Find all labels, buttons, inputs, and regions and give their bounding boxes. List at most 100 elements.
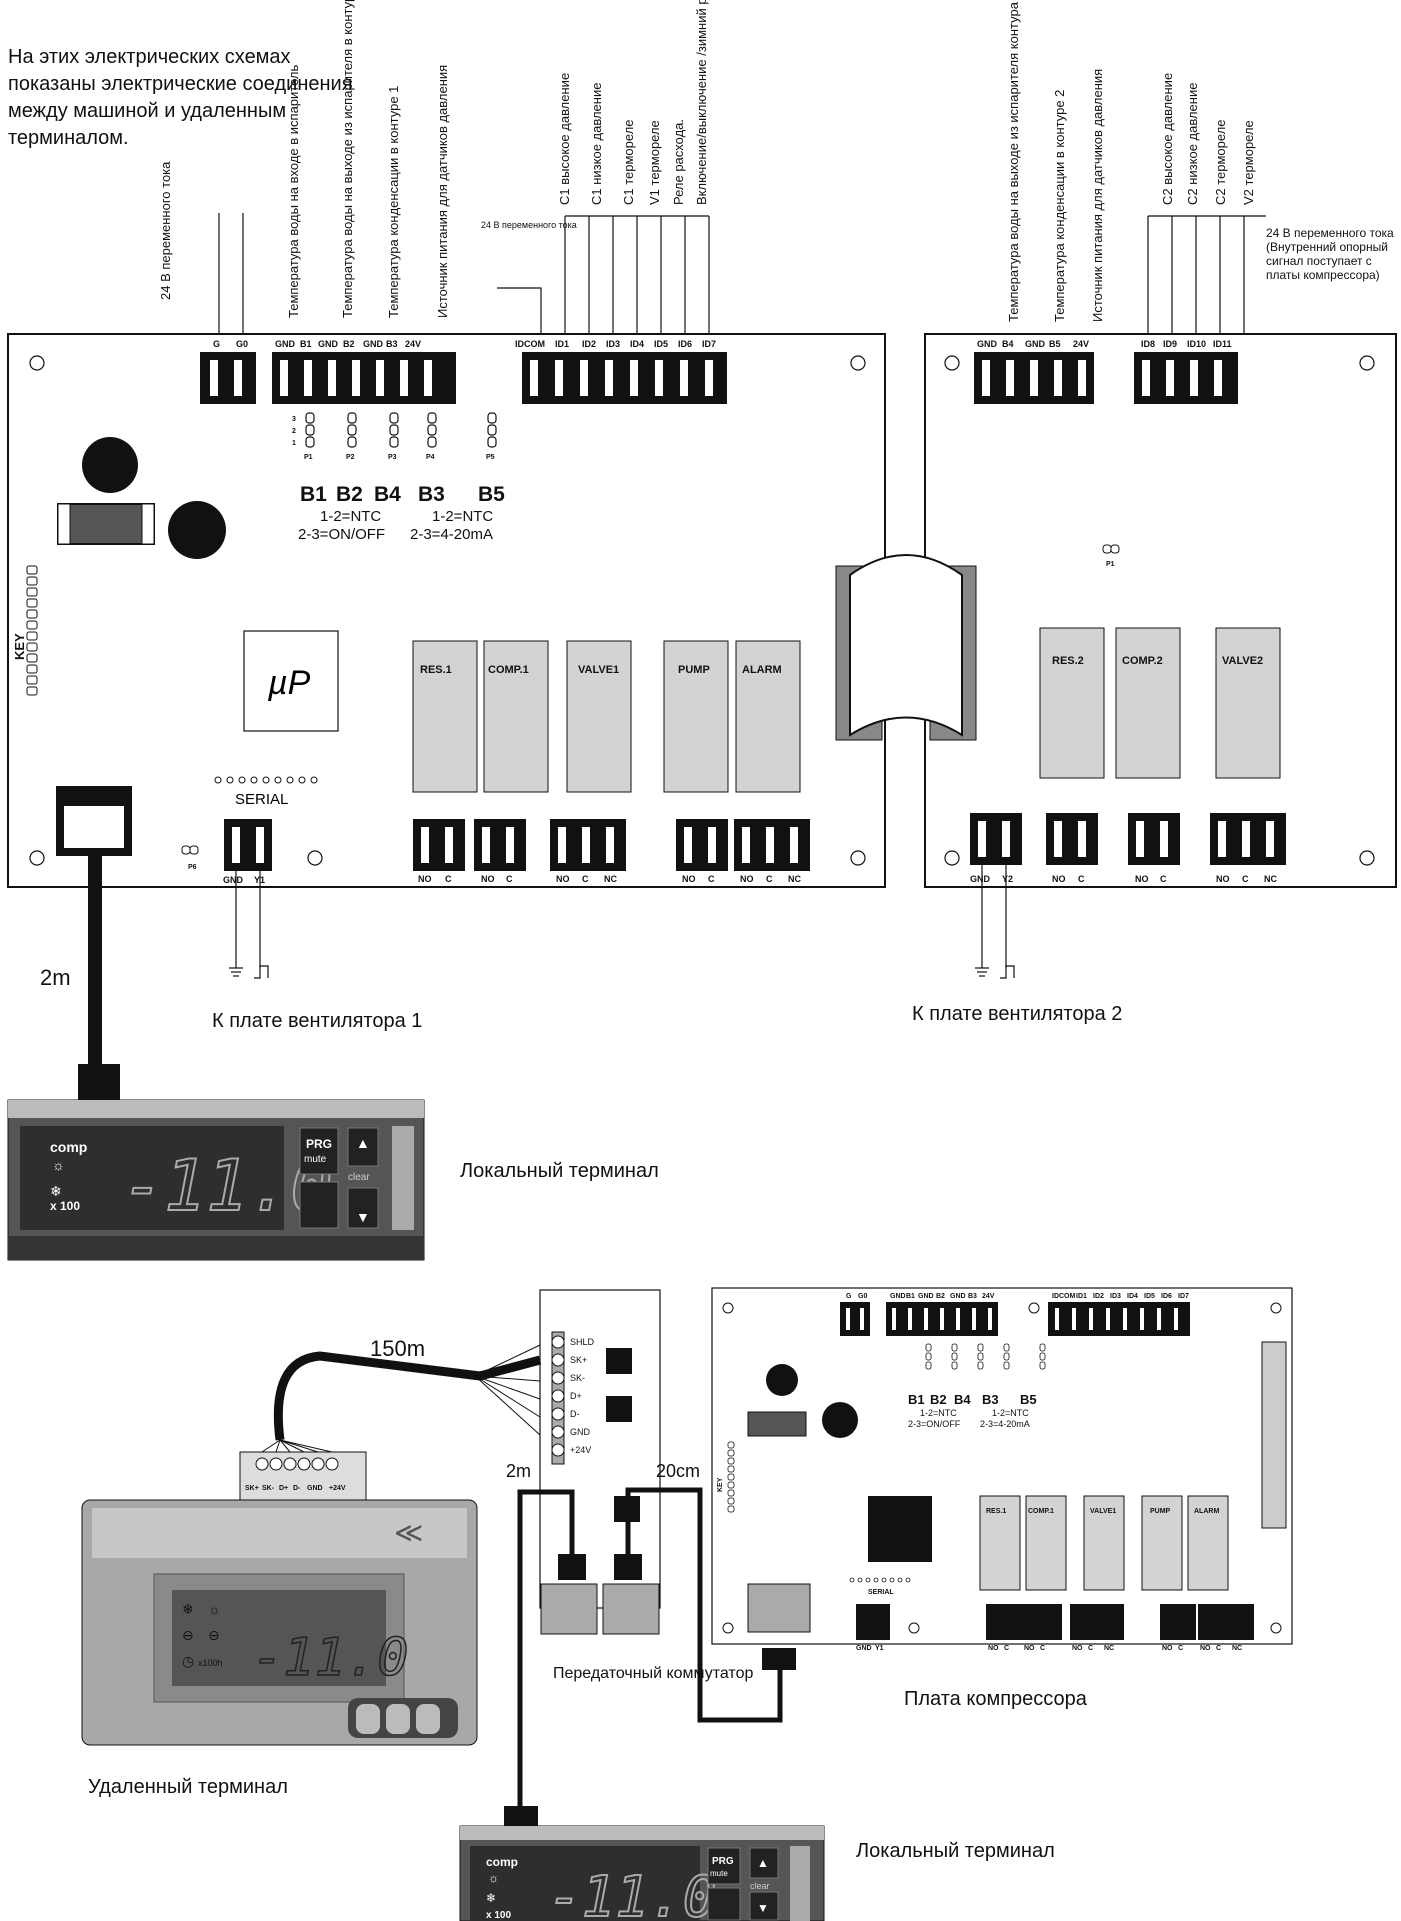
relay-label: VALVE2 [1222,655,1263,667]
prg-button[interactable] [707,1847,741,1885]
svg-text:Y1: Y1 [875,1645,884,1652]
svg-text:B4: B4 [954,1392,971,1407]
up-button[interactable] [347,1127,379,1167]
svg-text:B3: B3 [982,1392,999,1407]
svg-text:C: C [708,874,715,884]
set-button[interactable] [299,1181,339,1229]
input-labels: C1 высокое давление C1 низкое давление C… [557,0,709,205]
svg-text:NO: NO [418,874,432,884]
snowflake-icon: ❄ [182,1601,194,1617]
supply-left-text: 24 В переменного тока [158,161,173,300]
svg-text:ID1: ID1 [1076,1293,1087,1300]
cb-serial-label: SERIAL [868,1589,894,1596]
sensor-label-1: Температура воды на входе в испаритель [286,65,301,318]
terminal-display: -11.0 [122,1145,333,1227]
svg-text:+24V: +24V [570,1445,591,1455]
relay-valve2 [1215,627,1281,779]
sensor-labels: Температура воды на входе в испаритель Т… [286,0,450,318]
sensor-label-4: Источник питания для датчиков давления [435,65,450,318]
remote-terminal: ≪ ❄ ☼ ⊖ ⊖ ◷ x100h -11.0 [81,1499,478,1746]
snowflake-icon: ❄ [50,1183,62,1199]
svg-text:ID10: ID10 [1187,339,1206,349]
clock-icon: ◷ [182,1653,194,1669]
mount-hole [850,850,866,866]
capacitor [82,437,138,493]
sensor-label-2: Температура воды на выходе из испарителя… [340,0,355,318]
svg-text:G: G [846,1293,852,1300]
cable-2m-bottom [517,1489,575,1826]
cable-150m-label: 150m [370,1336,425,1361]
cfg-b1: B1 [300,483,327,506]
input-label-5: Реле расхода. [671,119,686,205]
cfg-ma: 2-3=4-20mA [410,526,493,543]
supply-mid-label: 24 В переменного тока [481,220,577,230]
fan-terminal-1 [224,819,272,871]
jumper-num: 1 [292,440,296,447]
board2-input-label-1: C2 высокое давление [1160,73,1175,205]
down-button[interactable] [347,1187,379,1229]
up-button[interactable] [749,1847,779,1879]
svg-text:NO: NO [1200,1645,1211,1652]
svg-text:D-: D- [570,1409,580,1419]
svg-text:NO: NO [1216,874,1230,884]
svg-text:RES.1: RES.1 [986,1508,1006,1515]
terminal-x100: x 100 [50,1199,80,1213]
pin-g0: G0 [236,339,248,349]
svg-text:NC: NC [604,874,617,884]
jumper-p4: P4 [426,454,435,461]
local-terminal-1: comp x 100 ☼ ❄ -11.0 PRG mute ▲ clear ▼ [7,1099,425,1261]
svg-text:B5: B5 [1049,339,1061,349]
down-button[interactable] [749,1891,779,1921]
board2-id-labels: ID8 ID9 ID10 ID11 [1141,339,1232,349]
remote-display: -11.0 [252,1628,409,1688]
set-button[interactable] [707,1887,741,1921]
svg-text:PRG: PRG [712,1856,734,1867]
svg-text:ID3: ID3 [606,339,620,349]
remote-button[interactable] [416,1704,440,1734]
key-label: KEY [12,633,27,660]
svg-text:GND: GND [1025,339,1046,349]
ribbon-cable [835,554,977,741]
svg-text:PRG: PRG [306,1137,332,1151]
sun-icon: ☼ [488,1871,499,1885]
svg-text:NC: NC [1104,1645,1114,1652]
remote-button[interactable] [356,1704,380,1734]
cfg-ntc: 1-2=NTC [320,508,381,525]
svg-text:NO: NO [988,1645,999,1652]
svg-text:B2: B2 [343,339,355,349]
board2-sensor-label-2: Температура конденсации в контуре 2 [1052,90,1067,322]
remote-button[interactable] [386,1704,410,1734]
svg-text:B1: B1 [906,1293,915,1300]
terminal-id-labels: IDCOM ID1 ID2 ID3 ID4 ID5 ID6 ID7 [515,339,716,349]
svg-text:ID1: ID1 [555,339,569,349]
board-1 [7,333,886,888]
microprocessor [243,630,339,732]
to-fan-2-label: К плате вентилятора 2 [912,1003,1123,1025]
relay-valve1 [566,640,632,793]
jumper-p1: P1 [304,454,313,461]
terminal-id [522,352,727,404]
local-terminal-2: comp ☼ ❄ x 100 -11.0 PRG mute ▲ clear ▼ [459,1825,825,1921]
svg-text:ID11: ID11 [1213,339,1232,349]
relay-label: RES.1 [420,664,452,676]
prg-button[interactable] [299,1127,339,1175]
up-arrow-icon: ▲ [757,1856,769,1870]
svg-text:clear: clear [750,1881,770,1891]
microprocessor-label: µP [267,664,311,702]
minus-icon: ⊖ [182,1627,194,1643]
svg-text:GND: GND [570,1427,591,1437]
svg-text:B1: B1 [908,1392,925,1407]
svg-text:24V: 24V [982,1293,995,1300]
svg-text:1-2=NTC: 1-2=NTC [992,1408,1029,1418]
svg-text:NO: NO [556,874,570,884]
svg-text:C: C [1040,1645,1045,1652]
relay-terminals-board-1 [413,819,810,871]
svg-text:NO: NO [1162,1645,1173,1652]
svg-text:C: C [1242,874,1249,884]
relay-label: VALVE1 [578,664,619,676]
capacitor [168,501,226,559]
down-arrow-icon: ▼ [356,1209,370,1225]
input-label-2: C1 низкое давление [589,83,604,205]
